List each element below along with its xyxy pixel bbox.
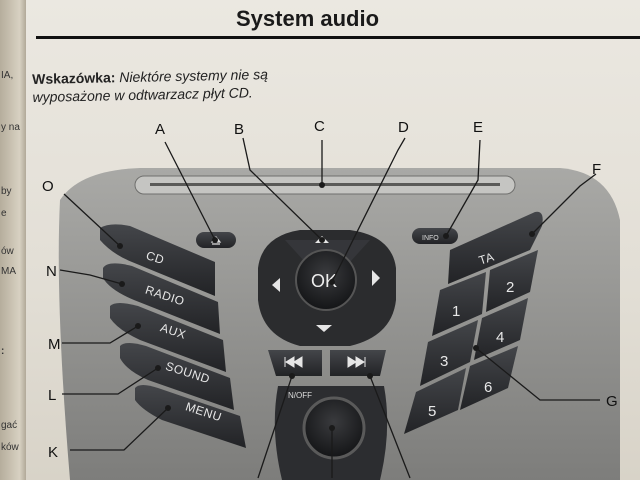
callout-f: F <box>592 161 601 178</box>
seek-back-button[interactable] <box>268 350 322 376</box>
power-label: N/OFF <box>288 391 312 400</box>
callout-g: G <box>606 393 618 410</box>
callout-o: O <box>42 178 54 195</box>
callout-k: K <box>48 444 58 461</box>
nav-cluster: OK <box>258 230 396 346</box>
callout-n: N <box>46 263 57 280</box>
preset-2-label: 2 <box>506 279 514 296</box>
seek-forward-button[interactable] <box>330 350 386 376</box>
callout-b: B <box>234 121 244 138</box>
preset-3-label: 3 <box>440 353 448 370</box>
callout-c: C <box>314 118 325 135</box>
preset-6-label: 6 <box>484 379 492 396</box>
callout-m: M <box>48 336 61 353</box>
preset-4-label: 4 <box>496 329 504 346</box>
info-button-label: INFO <box>422 235 439 242</box>
info-button[interactable]: INFO <box>412 228 458 244</box>
preset-1-label: 1 <box>452 303 460 320</box>
callout-a: A <box>155 121 165 138</box>
preset-5-label: 5 <box>428 403 436 420</box>
callout-d: D <box>398 119 409 136</box>
callout-l: L <box>48 387 56 404</box>
callout-e: E <box>473 119 483 136</box>
